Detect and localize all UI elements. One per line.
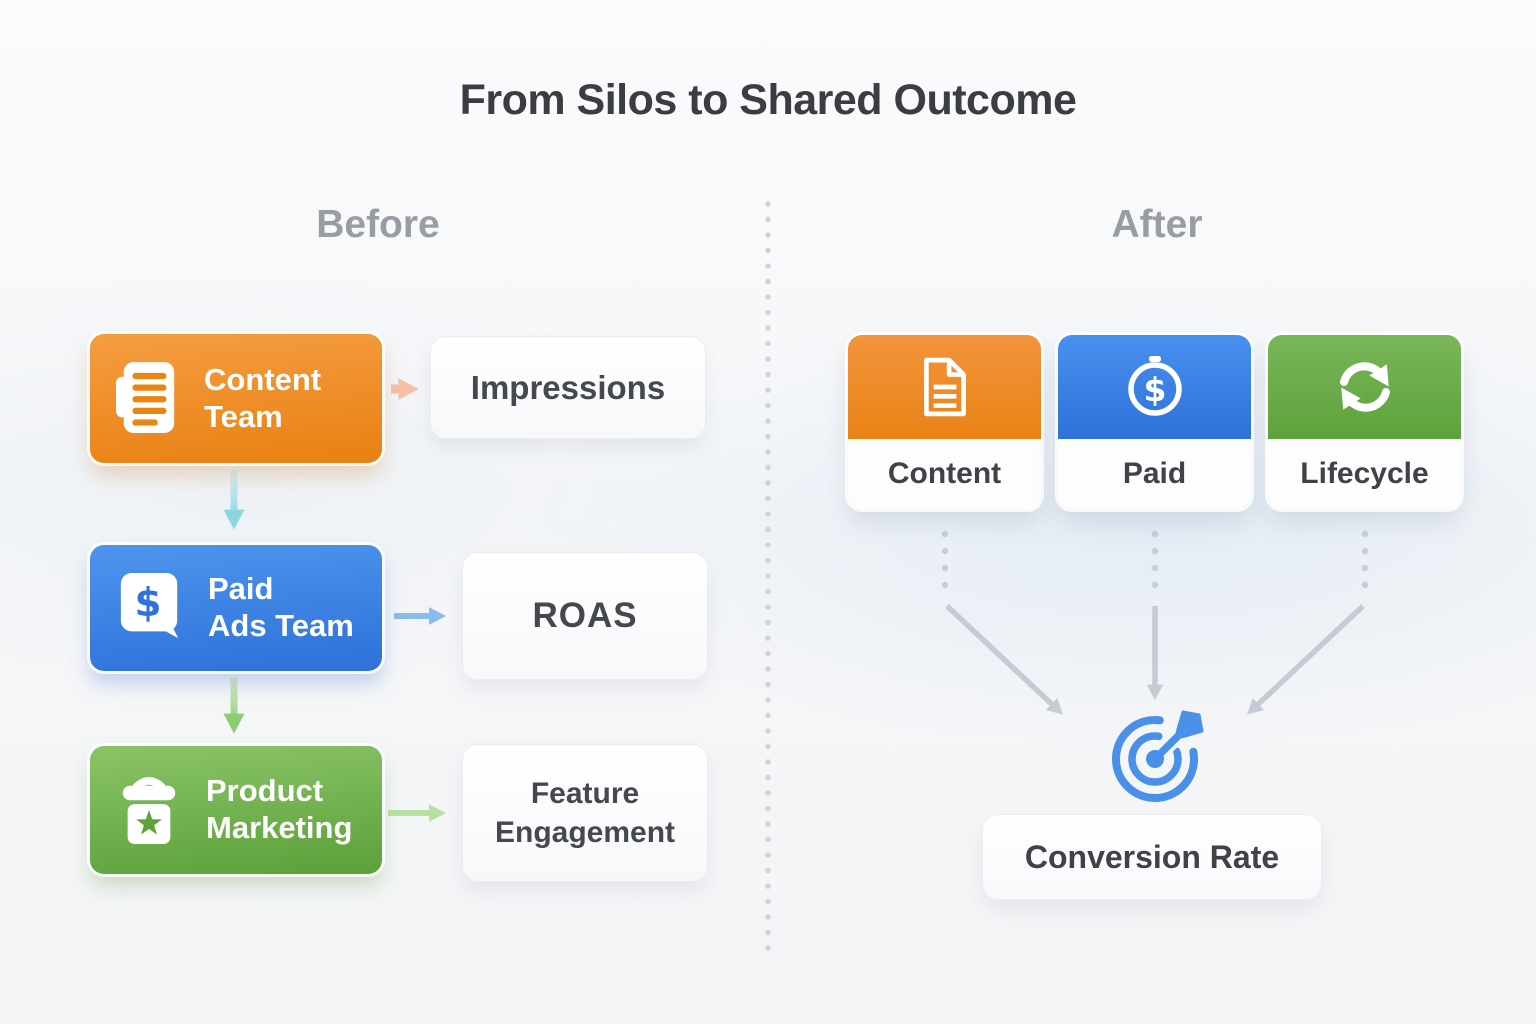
after-card-content-label: Content [887, 457, 1002, 490]
paid-ads-line2: Ads Team [208, 608, 354, 643]
product-line2: Marketing [206, 810, 353, 845]
lifecycle-cycle-icon [1339, 362, 1390, 412]
content-team-label: Content Team [204, 362, 321, 435]
content-doc-icon [116, 361, 175, 433]
shared-goal-target [1101, 701, 1209, 813]
impressions-label: Impressions [470, 368, 666, 406]
content-team-line2: Team [204, 398, 283, 434]
paid-ads-line1: Paid [208, 571, 274, 607]
svg-text:$: $ [135, 581, 162, 626]
paid-ads-team-label: Paid Ads Team [208, 571, 354, 644]
paid-ads-team-box: $ Paid Ads Team [90, 545, 382, 671]
product-marketing-label: Product Marketing [206, 773, 352, 846]
before-heading: Before [316, 203, 440, 246]
page-title: From Silos to Shared Outcome [459, 76, 1077, 124]
roas-label: ROAS [532, 596, 638, 635]
product-line1: Product [206, 773, 324, 809]
feature-engagement-box: Feature Engagement [462, 744, 708, 882]
after-card-paid-label: Paid [1122, 457, 1187, 490]
conversion-rate-box: Conversion Rate [982, 814, 1322, 900]
target-dart-icon [1112, 710, 1204, 802]
after-card-lifecycle-header [1268, 335, 1461, 439]
product-marketing-box: Product Marketing [90, 746, 382, 874]
after-card-paid-header: $ [1058, 335, 1251, 439]
svg-text:$: $ [1143, 370, 1166, 409]
roas-box: ROAS [462, 552, 708, 680]
after-card-lifecycle-label: Lifecycle [1300, 457, 1429, 490]
content-team-line1: Content [204, 361, 322, 397]
feature-engagement-label: Feature Engagement [494, 777, 676, 849]
arrow-content-to-target [945, 603, 1064, 715]
after-card-content-header [848, 335, 1041, 439]
content-team-box: Content Team [90, 334, 382, 463]
impressions-box: Impressions [430, 336, 706, 439]
conversion-rate-label: Conversion Rate [1024, 838, 1280, 875]
after-card-lifecycle: Lifecycle [1268, 335, 1461, 509]
arrow-lifecycle-to-target [1246, 603, 1365, 715]
coin-dollar-icon: $ [1127, 356, 1182, 416]
paid-dollar-icon: $ [120, 573, 179, 639]
product-box-icon [122, 777, 176, 844]
after-card-paid: $ Paid [1058, 335, 1251, 509]
after-card-content: Content [848, 335, 1041, 509]
doc-outline-icon [923, 357, 966, 417]
after-heading: After [1111, 203, 1203, 246]
